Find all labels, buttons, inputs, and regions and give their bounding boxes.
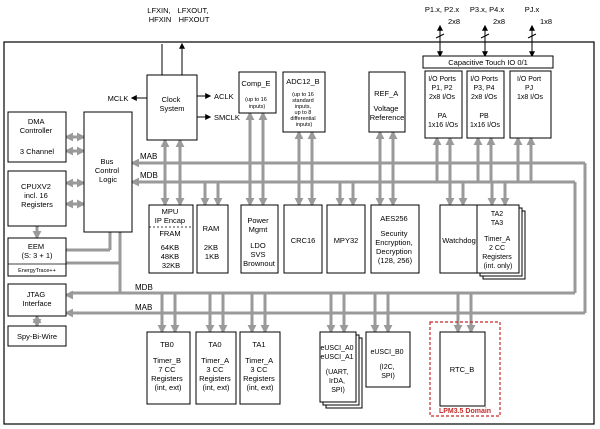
io-ports-pb-block [466,70,505,139]
pj-pin-label: PJ.x [525,5,540,14]
jtag-interface-text: JTAG Interface [22,290,51,308]
io-port-pj-text: I/O Port PJ 1x8 I/Os [517,76,544,101]
io-ports-pa-text: I/O Ports P1, P2 2x8 I/Os PA 1x16 I/Os [428,76,458,129]
tb0-block [146,331,191,405]
pj-width-label: 1x8 [540,17,552,26]
eusci-a-block [319,331,357,403]
ta0-text: TA0 Timer_A 3 CC Registers (int, ext) [199,340,233,392]
ta1-block [239,331,281,405]
io-ports-pa-block [424,70,463,139]
power-mgmt-text: Power Mgmt LDO SVS Brownout [243,216,276,268]
aclk-label: ACLK [214,92,234,101]
eusci-b0-text: eUSCI_B0 (I2C, SPI) [370,349,405,380]
lfxout-pin-label: LFXOUT, HFXOUT [178,6,211,24]
ta2-ta3-block [476,204,520,274]
rtc-b-block [439,331,486,407]
lpm35-domain-frame [429,321,501,417]
io-ports-pb-text: I/O Ports P3, P4 2x8 I/Os PB 1x16 I/Os [470,76,500,129]
p3-pin-label: P3.x, P4.x [470,5,504,14]
mpu-fram-block [148,204,194,274]
mpu-fram-text: MPU IP Encap FRAM 64KB 48KB 32KB [155,207,187,270]
eem-text: EEM (S: 3 + 1) [21,242,53,260]
p1-pin-label: P1.x, P2.x [425,5,459,14]
watchdog-block [439,204,479,274]
tb0-text: TB0 Timer_B 7 CC Registers (int, ext) [151,340,185,392]
ref-a-text: REF_A Voltage Reference [370,89,405,122]
ram-block [196,204,229,274]
lfxin-pin-label: LFXIN, HFXIN [147,6,172,24]
cpu-text: CPUXV2 incl. 16 Registers [21,182,53,209]
bus-lines [32,111,587,334]
jtag-interface-block [7,283,67,317]
adc12-b-text: ADC12_B (up to 16 standard inputs, up to… [286,77,321,128]
p3-width-label: 2x8 [493,17,505,26]
dma-controller-block [7,111,67,163]
mdb-label-lower: MDB [135,283,153,292]
crc16-block [283,204,323,274]
mclk-label: MCLK [108,94,129,103]
power-mgmt-block [240,204,279,274]
lpm35-domain-label: LPM3.5 Domain [439,408,491,415]
bus-control-logic-text: Bus Control Logic [95,157,121,184]
ta1-text: TA1 Timer_A 3 CC Registers (int, ext) [243,340,277,392]
capacitive-touch-text: Capacitive Touch IO 0/1 [448,58,528,67]
capacitive-touch-block [422,55,554,69]
clock-system-text: Clock System [159,95,184,113]
mab-label-lower: MAB [135,303,152,312]
rtc-b-text: RTC_B [450,365,474,374]
comp-e-block [238,71,277,114]
ram-text: RAM 2KB 1KB [203,224,222,261]
spy-bi-wire-text: Spy-Bi-Wire [17,332,57,341]
spy-bi-wire-block [7,325,67,347]
chip-outline [3,41,595,425]
eem-block [7,237,67,277]
dma-controller-text: DMA Controller 3 Channel [20,117,55,156]
aes256-text: AES256 Security Encryption, Decryption (… [375,214,415,265]
energytrace-label: EnergyTrace++ [18,268,56,274]
mpy32-text: MPY32 [334,236,359,245]
comp-e-text: Comp_E (up to 16 inputs) [241,79,272,110]
cpu-block [7,170,67,227]
aes256-block [370,204,420,274]
p1-width-label: 2x8 [448,17,460,26]
mdb-label-upper: MDB [140,171,158,180]
mpy32-block [326,204,366,274]
smclk-label: SMCLK [214,113,240,122]
io-port-pj-block [509,70,552,139]
external-pins [130,24,537,120]
eusci-a-text: eUSCI_A0 eUSCI_A1 (UART, IrDA, SPI) [320,345,355,394]
ta2-ta3-text: TA2 TA3 Timer_A 2 CC Registers (int. onl… [482,211,514,270]
ta0-block [195,331,237,405]
crc16-text: CRC16 [291,236,316,245]
eusci-b0-block [365,331,411,388]
ref-a-block [368,71,406,133]
clock-system-block [146,74,198,141]
bus-control-logic-block [83,111,133,233]
adc12-b-block [282,71,326,133]
watchdog-text: Watchdog [442,236,476,245]
mab-label-upper: MAB [140,152,157,161]
